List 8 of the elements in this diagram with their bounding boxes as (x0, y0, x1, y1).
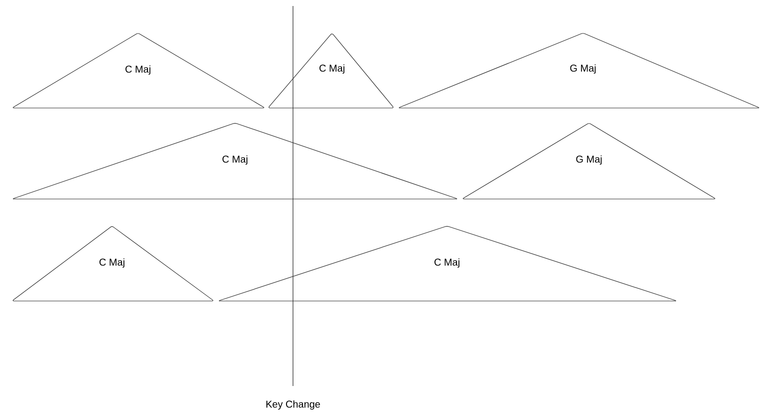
triangle: C Maj (268, 34, 394, 108)
triangle: G Maj (398, 33, 760, 108)
triangle: C Maj (218, 226, 676, 302)
axis-label: Key Change (266, 400, 320, 410)
triangle: C Maj (12, 33, 264, 108)
triangle: C Maj (12, 226, 214, 302)
triangle: G Maj (462, 123, 716, 200)
triangle: C Maj (12, 123, 458, 200)
